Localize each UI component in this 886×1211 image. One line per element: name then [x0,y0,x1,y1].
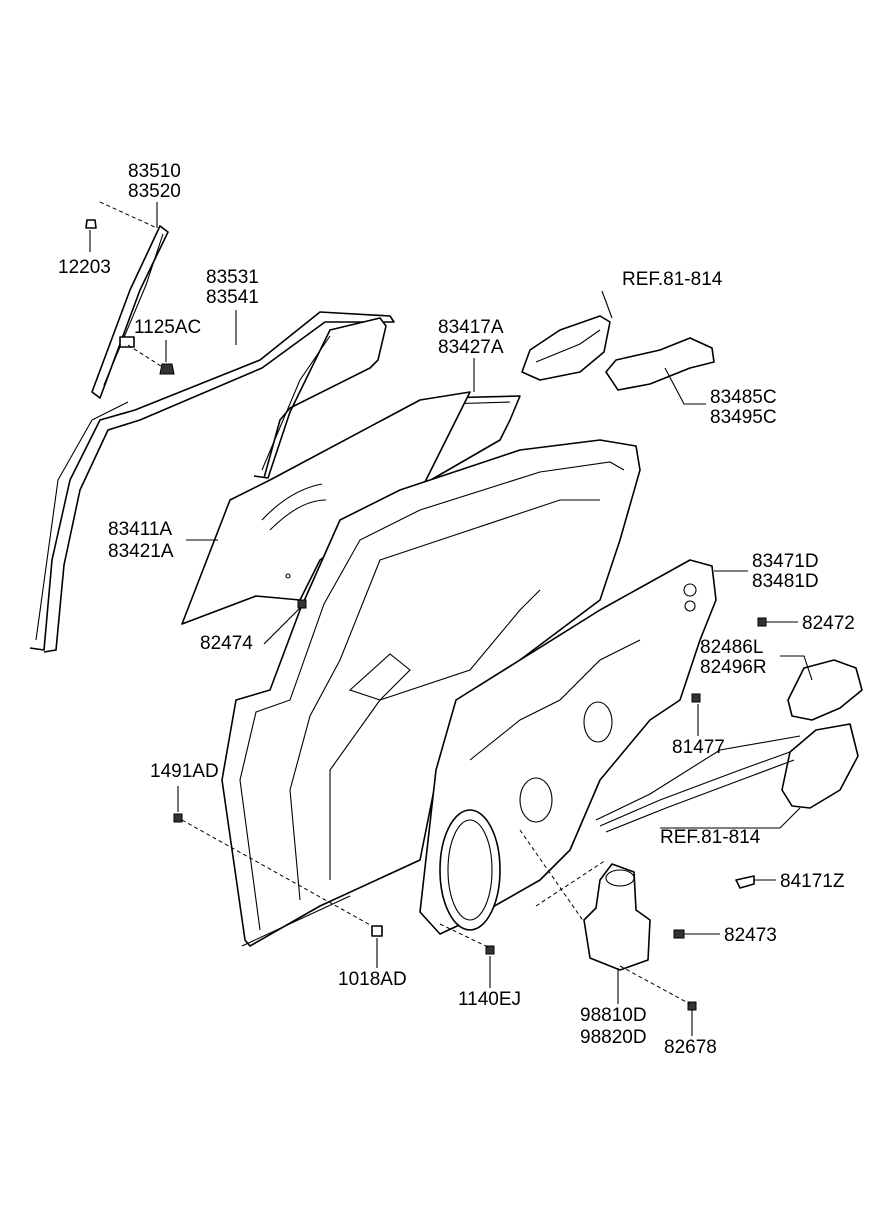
label-83421A: 83421A [108,541,174,562]
division-channel-part [91,225,169,399]
quarter-window-frame-part [253,317,387,479]
label-82486L: 82486L [700,637,764,658]
label-82474: 82474 [200,633,253,654]
label-83541: 83541 [206,287,259,308]
regulator-module-panel-part [419,559,717,935]
bolt-82474-part [297,599,307,609]
label-84171Z: 84171Z [780,871,845,892]
bolt-12203-part [85,219,97,229]
label-83520: 83520 [128,181,181,202]
pull-handle-part [605,337,715,391]
label-82472: 82472 [802,613,855,634]
label-98820D: 98820D [580,1027,647,1048]
label-83417A: 83417A [438,317,504,338]
screw-82472-part [757,617,767,627]
door-glass-part [181,391,471,625]
weatherstrip-part [29,311,395,653]
clip-84171Z-part [735,875,755,889]
door-inner-panel-part [221,439,641,947]
regulator-motor-part [583,863,651,971]
screw-1491AD-part [173,813,183,823]
screw-81477-part [691,693,701,703]
label-83427A: 83427A [438,337,504,358]
label-83510: 83510 [128,161,181,182]
bolt-1125AC-part [159,363,175,375]
label-ref-81-814-bottom: REF.81-814 [660,827,761,848]
label-1018AD: 1018AD [338,969,407,990]
leader-lines [89,201,813,1036]
latch-bracket-part [787,659,863,721]
label-82678: 82678 [664,1037,717,1058]
label-98810D: 98810D [580,1005,647,1026]
label-83481D: 83481D [752,571,819,592]
door-latch-part [595,723,859,833]
inside-handle-part [521,315,611,381]
label-1125AC: 1125AC [134,317,202,338]
label-1140EJ: 1140EJ [458,989,522,1010]
label-83471D: 83471D [752,551,819,572]
label-83495C: 83495C [710,407,777,428]
label-ref-81-814-top: REF.81-814 [622,269,723,290]
label-83411A: 83411A [108,519,173,540]
screw-1140EJ-part [485,945,495,955]
bolt-82473-part [673,929,685,939]
label-1491AD: 1491AD [150,761,219,782]
label-82473: 82473 [724,925,777,946]
screw-1018AD-part [371,925,383,937]
label-12203: 12203 [58,257,111,278]
label-83485C: 83485C [710,387,777,408]
label-81477: 81477 [672,737,725,758]
label-83531: 83531 [206,267,259,288]
label-82496R: 82496R [700,657,767,678]
